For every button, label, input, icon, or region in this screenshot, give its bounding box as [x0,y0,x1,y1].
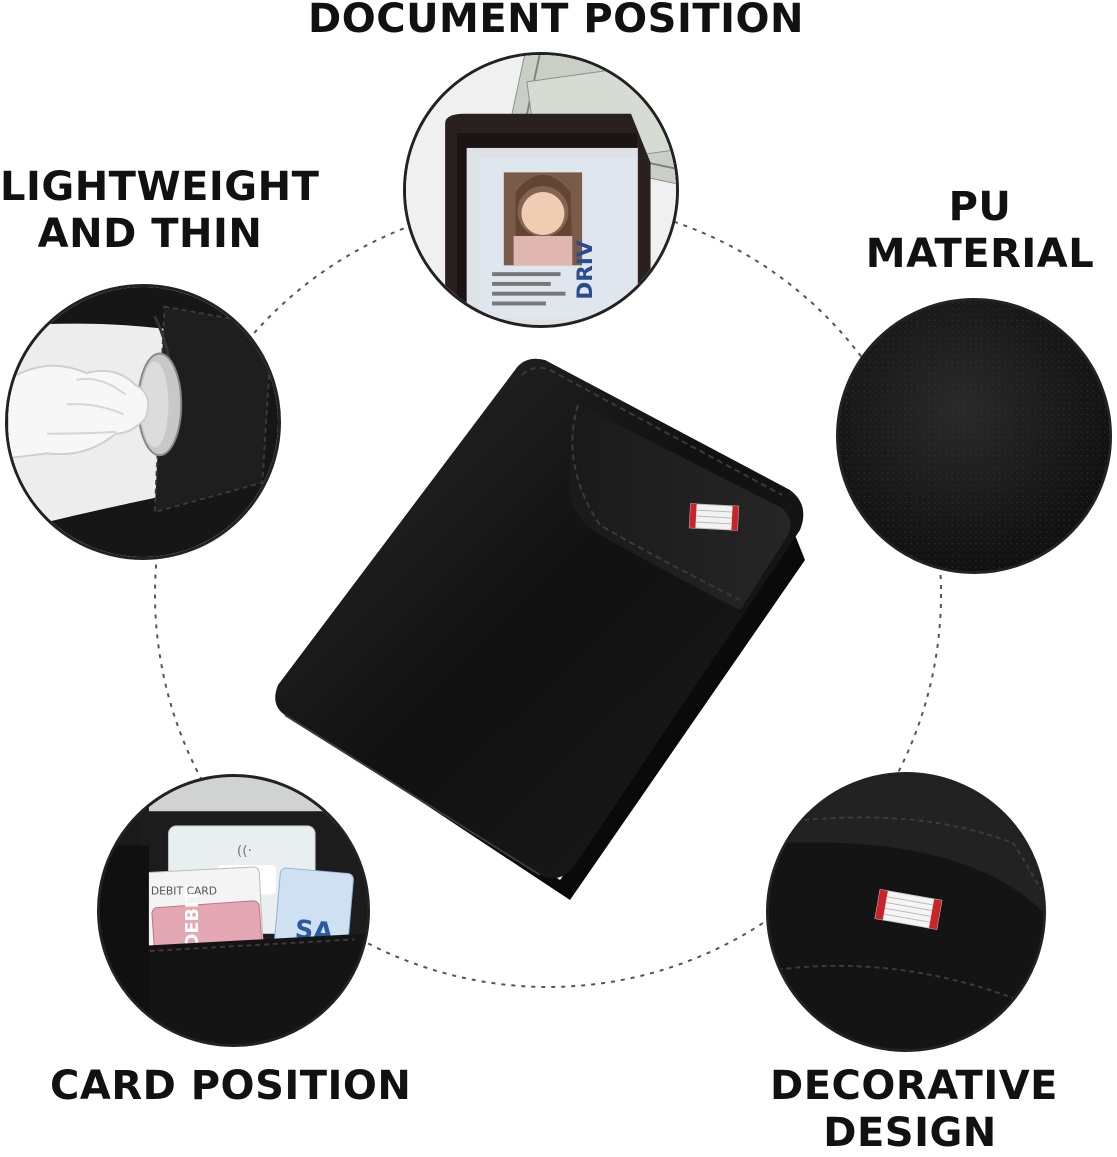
decorative-line2: DESIGN [823,1110,997,1157]
svg-text:((·: ((· [237,843,252,859]
debit-card-label: DEBIT CARD [151,884,217,897]
card-position-photo: ((· DEBIT CARD SA DEBIT [97,774,370,1047]
decorative-design-photo [766,772,1046,1052]
lightweight-label: LIGHTWEIGHT AND THIN [0,164,320,258]
document-position-photo: $ 100 DRIV [403,52,679,328]
document-position-label: DOCUMENT POSITION [308,0,805,42]
decorative-line1: DECORATIVE [770,1063,1058,1109]
pu-material-photo [836,298,1112,574]
decorative-design-label: DECORATIVE DESIGN [770,1063,1058,1157]
lightweight-line2: AND THIN [37,211,263,258]
pu-material-label: PU MATERIAL [860,184,1100,278]
debit-text: DEBIT [183,890,203,949]
lightweight-line1: LIGHTWEIGHT [0,164,320,210]
wallet-product-image [275,358,805,900]
card-position-label: CARD POSITION [50,1063,412,1109]
pu-material-line1: PU [948,184,1012,230]
id-card-header: DRIV [573,240,598,299]
lightweight-thin-photo [5,284,281,560]
pu-material-line2: MATERIAL [865,231,1095,278]
